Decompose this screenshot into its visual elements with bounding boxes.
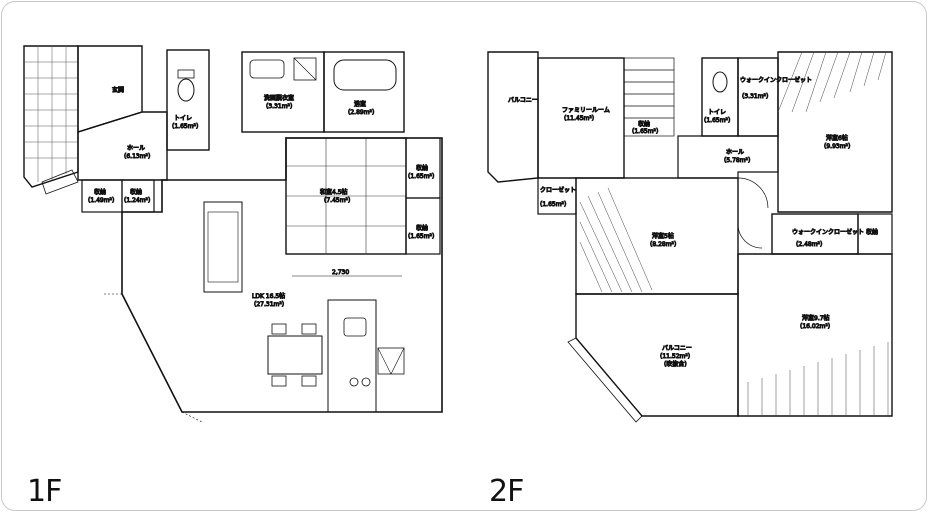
- wardrobe-room: [537, 177, 577, 215]
- toilet-2f-icon: [712, 71, 728, 93]
- bedroom-top-label: 洋室6帖: [826, 134, 848, 142]
- bathroom-room: [323, 51, 405, 133]
- closet-2f-label: 収納: [638, 120, 650, 128]
- storage-a-size: (1.65m²): [408, 173, 434, 180]
- closet1-room: [81, 179, 123, 213]
- dimension-label: 2,730: [332, 269, 349, 276]
- balcony-note: (吹抜含): [664, 360, 687, 368]
- bedroom-mid-hatch: [579, 187, 653, 293]
- toilet-2f-size: (1.65m²): [704, 117, 730, 124]
- storage-b-label: 収納: [416, 224, 428, 232]
- floor-1f-plan: 玄関 ホール (6.13m²) トイレ (1.65m²) 洗面脱衣室 (3.31…: [23, 45, 443, 423]
- bathroom-label: 浴室: [354, 100, 366, 108]
- floor-2f-label: 2F: [489, 474, 524, 509]
- balcony-top-label: バルコニー: [508, 97, 538, 104]
- balcony-label: バルコニー: [662, 345, 692, 352]
- balcony-size: (11.52m²): [660, 353, 690, 360]
- closet1-label: 収納: [94, 188, 106, 196]
- hall-2f-label: ホール: [726, 149, 744, 156]
- entrance-room: [77, 45, 143, 133]
- closet-right-label: 収納: [866, 228, 878, 236]
- storage-b-room: [405, 197, 441, 255]
- washer-icon: [293, 57, 317, 81]
- storage-a-label: 収納: [416, 164, 428, 172]
- fridge-icon: [377, 347, 405, 375]
- door-arc: [737, 223, 763, 249]
- wardrobe-size: (1.65m²): [540, 201, 566, 208]
- floor-1f-label: 1F: [27, 474, 62, 509]
- dining-table-icon: [267, 335, 323, 375]
- toilet-2f-label: トイレ: [708, 109, 726, 116]
- bedroom-mid-label: 洋室5帖: [652, 232, 674, 240]
- toilet-icon: [177, 78, 195, 102]
- bedroom-top-size: (9.93m²): [824, 143, 850, 150]
- wic-right-size: (2.48m²): [796, 241, 822, 248]
- wic-right-label: ウォークインクローゼット: [792, 228, 864, 236]
- ldk-size: (27.31m²): [254, 301, 284, 308]
- ldk-label: LDK 16.5帖: [252, 292, 285, 300]
- washitsu-size: (7.45m²): [324, 197, 350, 204]
- bedroom-top-room: [777, 51, 893, 213]
- hall-size: (6.13m²): [124, 153, 150, 160]
- closet2-size: (1.24m²): [124, 197, 150, 204]
- hall-2f-size: (5.78m²): [724, 157, 750, 164]
- wardrobe-label: クローゼット: [540, 186, 576, 194]
- door-arc: [737, 177, 769, 209]
- entrance-label: 玄関: [112, 86, 124, 94]
- kitchen-counter: [327, 299, 377, 413]
- bathroom-size: (2.89m²): [348, 109, 374, 116]
- balcony-top-room: [487, 51, 539, 183]
- toilet-2f-room: [701, 57, 739, 137]
- ldk-room: [121, 137, 443, 413]
- bedroom-main-room: [737, 253, 893, 417]
- washroom-room: [241, 51, 325, 133]
- washroom-size: (3.31m²): [266, 103, 292, 110]
- toilet-label: トイレ: [174, 115, 192, 122]
- family-size: (11.45m²): [564, 115, 594, 122]
- washroom-label: 洗面脱衣室: [264, 94, 294, 102]
- bedroom-top-hatch: [777, 51, 887, 113]
- stairs-icon: [623, 57, 675, 137]
- family-label: ファミリールーム: [562, 107, 610, 114]
- closet2-label: 収納: [130, 188, 142, 196]
- sink-icon: [249, 59, 285, 79]
- closet1-size: (1.49m²): [88, 197, 114, 204]
- toilet-room: [166, 49, 210, 151]
- entrance-porch: [23, 45, 79, 195]
- balcony-room: [575, 293, 739, 417]
- hall-room: [77, 111, 168, 181]
- hall-label: ホール: [127, 145, 145, 152]
- floor-2f-plan: バルコニー ファミリールーム (11.45m²) 収納 (1.65m²) トイレ…: [487, 51, 893, 423]
- bathtub-icon: [333, 59, 397, 91]
- bedroom-main-hatch: [747, 342, 889, 416]
- closet2-room: [121, 179, 155, 213]
- closet-2f-size: (1.65m²): [632, 128, 658, 135]
- bedroom-main-size: (16.02m²): [800, 323, 830, 330]
- bedroom-mid-size: (8.28m²): [650, 241, 676, 248]
- washitsu-label: 和室4.5帖: [320, 188, 348, 196]
- kitchen-sink-icon: [343, 317, 367, 337]
- balcony-rail: [567, 337, 643, 423]
- stove-icon: [349, 377, 359, 387]
- toilet-size: (1.65m²): [172, 123, 198, 130]
- storage-b-size: (1.65m²): [408, 233, 434, 240]
- wic-top-label: ウォークインクローゼット: [740, 76, 812, 84]
- wic-top-size: (3.31m²): [742, 93, 768, 100]
- sofa-icon: [203, 201, 243, 293]
- bedroom-main-label: 洋室9.7帖: [802, 314, 830, 322]
